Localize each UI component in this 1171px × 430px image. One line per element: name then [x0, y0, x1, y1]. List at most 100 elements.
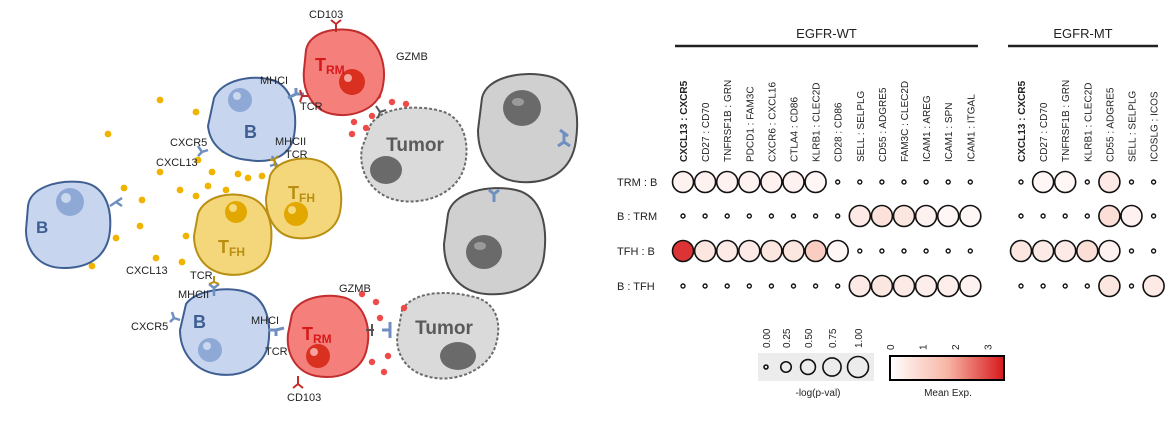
gzmb-dot — [368, 112, 376, 120]
dot-mark — [1018, 213, 1024, 219]
dot-mark — [804, 239, 827, 263]
b-cell-bottom: B — [169, 283, 285, 376]
dot-mark — [790, 283, 797, 289]
dot-mark — [936, 204, 960, 228]
dot-mark — [812, 283, 819, 289]
panel-title: EGFR-MT — [1053, 26, 1112, 41]
tumor-cell-plain-bottom — [442, 187, 547, 296]
dot-mark — [923, 179, 929, 185]
cxcl13-dot — [192, 192, 200, 200]
trm-label-bottom: TRM — [302, 324, 332, 346]
dot-mark — [857, 179, 863, 185]
column-label: ICAM1 : SPN — [944, 103, 955, 162]
dot-mark — [1098, 170, 1121, 194]
tumor-label-top: Tumor — [386, 135, 444, 156]
dot-mark — [680, 283, 686, 289]
cxcr5-label-top: CXCR5 — [170, 137, 207, 149]
size-legend-tick: 0.50 — [804, 328, 815, 348]
cxcl13-dot — [204, 182, 212, 190]
dot-mark — [760, 170, 783, 194]
gzmb-dot — [402, 100, 410, 108]
tcr-label-bottom: TCR — [265, 346, 288, 358]
dot-mark — [782, 170, 805, 194]
dot-mark — [790, 213, 797, 219]
dot-mark — [870, 204, 894, 228]
size-legend-dot — [846, 355, 870, 379]
dot-mark — [1128, 248, 1135, 254]
dot-mark — [901, 248, 907, 254]
dot-mark — [1084, 179, 1091, 185]
cxcl13-label-bottom: CXCL13 — [126, 265, 168, 277]
column-label: CD55 : ADGRE5 — [1105, 87, 1116, 162]
gzmb-dot — [348, 130, 356, 138]
gzmb-dot — [350, 118, 358, 126]
row-label: TRM : B — [617, 177, 657, 189]
cxcl13-dot — [156, 96, 164, 104]
column-label: TNFRSF1B : GRN — [1061, 80, 1072, 162]
dot-mark — [693, 170, 717, 194]
dot-mark — [804, 170, 827, 194]
color-legend-title: Mean Exp. — [924, 388, 972, 399]
dot-mark — [892, 274, 916, 298]
tumor-cell-bottom: Tumor — [396, 292, 500, 380]
dot-mark — [1076, 239, 1099, 263]
column-label: CD55 : ADGRE5 — [878, 87, 889, 162]
dot-mark — [1062, 283, 1068, 289]
column-label: ICAM1 : ITGAL — [966, 94, 977, 162]
color-legend-bar — [889, 355, 1005, 381]
dot-mark — [967, 179, 973, 185]
cxcl13-dot — [244, 174, 252, 182]
dot-mark — [1053, 170, 1077, 194]
column-label: CD27 : CD70 — [701, 102, 712, 162]
dot-mark — [958, 204, 982, 228]
dot-mark — [1150, 213, 1157, 219]
dot-mark — [737, 170, 761, 194]
dot-mark — [724, 283, 730, 289]
b-cell-left: B — [24, 180, 123, 270]
size-legend-title: -log(p-val) — [795, 388, 840, 399]
cxcl13-label-top: CXCL13 — [156, 157, 198, 169]
dot-mark — [1018, 179, 1024, 185]
dot-mark — [1098, 239, 1121, 263]
cxcl13-dot — [88, 262, 96, 270]
column-label: CXCL13 : CXCR5 — [1017, 80, 1028, 162]
column-label: CD28 : CD86 — [834, 102, 845, 162]
dot-mark — [702, 213, 708, 219]
dot-mark — [1084, 213, 1091, 219]
tfh-cell-left: TFH — [192, 193, 273, 285]
column-label: ICAM1 : AREG — [922, 95, 933, 162]
cxcl13-dot — [176, 186, 184, 194]
dot-mark — [768, 213, 775, 219]
cxcl13-dot — [192, 108, 200, 116]
dot-mark — [1150, 179, 1157, 185]
dot-mark — [914, 204, 938, 228]
dot-mark — [848, 204, 872, 228]
gzmb-dot — [400, 304, 408, 312]
column-label: CD27 : CD70 — [1039, 102, 1050, 162]
column-label: KLRB1 : CLEC2D — [1083, 83, 1094, 162]
dot-mark — [1084, 283, 1091, 289]
dot-mark — [746, 283, 752, 289]
dot-mark — [879, 248, 885, 254]
dot-mark — [1040, 283, 1046, 289]
cd103-label-top: CD103 — [309, 9, 343, 21]
gzmb-dot — [388, 98, 396, 106]
b-label-bottom: B — [193, 312, 206, 332]
size-legend-dot — [799, 358, 817, 376]
gzmb-dot — [376, 314, 384, 322]
column-label: TNFRSF1B : GRN — [723, 80, 734, 162]
gzmb-dot — [384, 352, 392, 360]
dot-mark — [857, 248, 863, 254]
dot-mark — [1018, 283, 1024, 289]
gzmb-dot — [368, 358, 376, 366]
dot-mark — [1031, 239, 1055, 263]
dot-mark — [1128, 179, 1135, 185]
dot-mark — [768, 283, 775, 289]
size-legend-dot — [779, 360, 793, 374]
panel-title: EGFR-WT — [796, 26, 857, 41]
size-legend-tick: 0.75 — [828, 328, 839, 348]
dot-mark — [958, 274, 982, 298]
